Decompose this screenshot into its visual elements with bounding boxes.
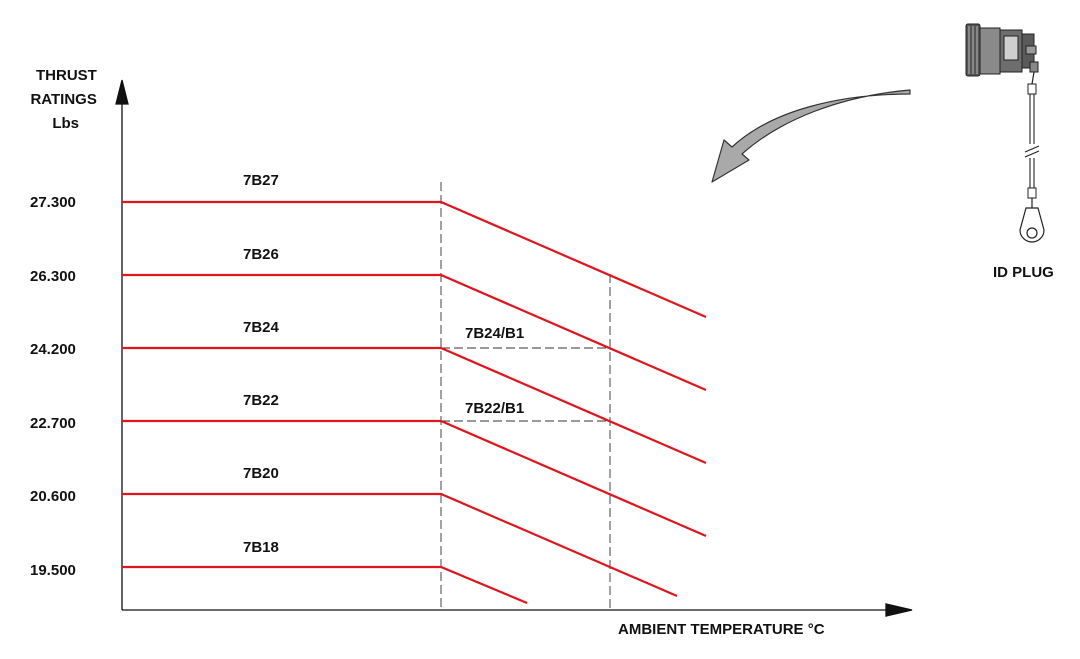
rating-line-7b20 — [122, 492, 678, 598]
id-plug-label: ID PLUG — [993, 264, 1054, 281]
bump-label-7b24-b1: 7B24/B1 — [465, 325, 524, 342]
curved-arrow-icon — [711, 89, 911, 183]
reference-lines — [440, 182, 611, 610]
axes — [115, 79, 913, 617]
rating-line-7b22 — [122, 419, 707, 538]
y-axis-title-line-1: THRUST — [36, 67, 97, 84]
y-tick-label: 20.600 — [30, 488, 76, 505]
bump-label-7b22-b1: 7B22/B1 — [465, 400, 524, 417]
y-axis-title-line-2: RATINGS — [30, 91, 96, 108]
rating-line-7b24 — [122, 346, 707, 465]
rating-lines — [122, 200, 707, 605]
rating-line-7b18 — [122, 565, 528, 605]
rating-line-7b27 — [122, 200, 707, 319]
series-label-7b22: 7B22 — [243, 392, 279, 409]
series-label-7b26: 7B26 — [243, 246, 279, 263]
y-tick-label: 19.500 — [30, 562, 76, 579]
y-tick-label: 27.300 — [30, 194, 76, 211]
series-label-7b24: 7B24 — [243, 319, 280, 336]
series-label-7b27: 7B27 — [243, 172, 279, 189]
y-axis-arrow — [115, 79, 129, 105]
rating-line-7b26 — [122, 273, 707, 392]
id-plug-icon — [965, 23, 1045, 243]
x-axis-title: AMBIENT TEMPERATURE °C — [618, 621, 825, 638]
series-label-7b18: 7B18 — [243, 539, 279, 556]
series-labels: 7B27 7B26 7B24 7B22 7B20 7B18 7B24/B1 7B… — [243, 172, 524, 556]
y-tick-label: 22.700 — [30, 415, 76, 432]
x-axis-arrow — [885, 603, 913, 617]
y-tick-label: 26.300 — [30, 268, 76, 285]
y-tick-labels: 27.300 26.300 24.200 22.700 20.600 19.50… — [30, 194, 76, 579]
y-axis-title: THRUST RATINGS Lbs — [30, 67, 101, 132]
series-label-7b20: 7B20 — [243, 465, 279, 482]
y-tick-label: 24.200 — [30, 341, 76, 358]
y-axis-title-line-3: Lbs — [52, 115, 79, 132]
